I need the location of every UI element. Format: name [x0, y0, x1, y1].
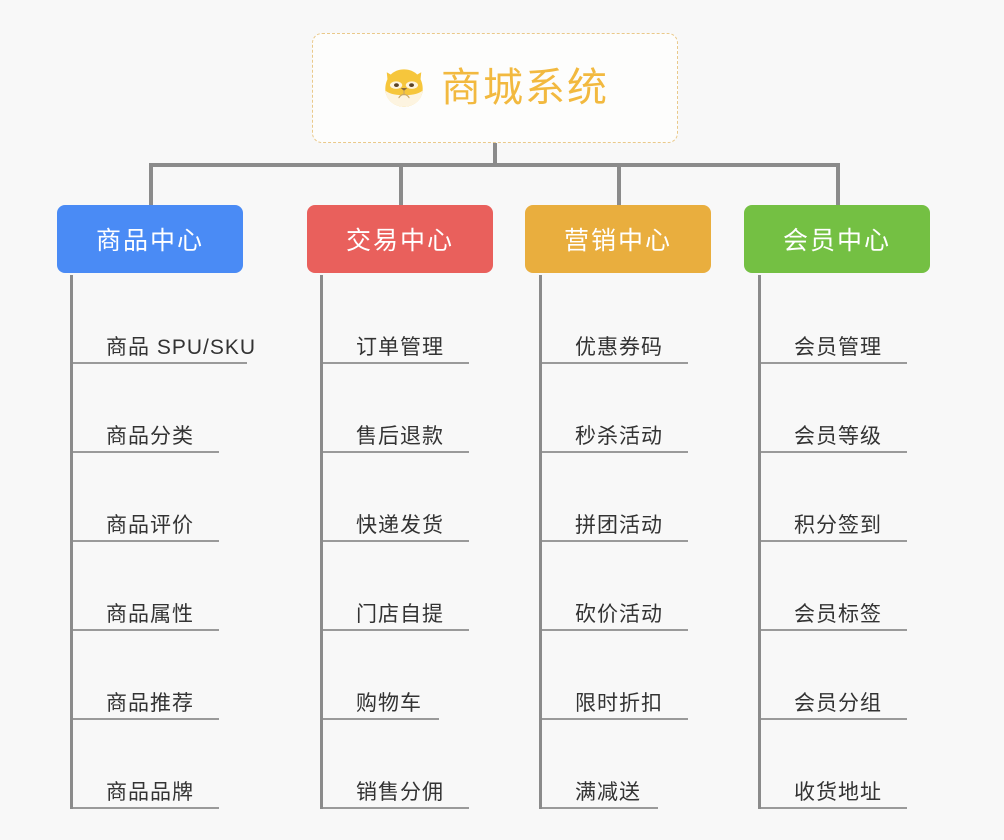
branch-head-label: 交易中心	[345, 227, 454, 255]
list-item[interactable]: 商品品牌	[73, 720, 256, 809]
list-item[interactable]: 销售分佣	[323, 720, 506, 809]
shiba-dog-icon	[381, 65, 427, 111]
list-item-label: 商品评价	[106, 513, 194, 537]
list-item[interactable]: 限时折扣	[542, 631, 725, 720]
list-item[interactable]: 收货地址	[761, 720, 944, 809]
branch-items-trade: 订单管理 售后退款 快递发货 门店自提 购物车 销售分佣	[320, 275, 506, 809]
list-item-label: 砍价活动	[575, 602, 663, 626]
page-title: 商城系统	[441, 66, 609, 110]
list-item-label: 满减送	[575, 780, 641, 804]
list-item-label: 商品品牌	[106, 780, 194, 804]
list-item-label: 会员分组	[794, 691, 882, 715]
list-item[interactable]: 商品推荐	[73, 631, 256, 720]
list-item-label: 商品分类	[106, 424, 194, 448]
list-item-label: 商品 SPU/SKU	[106, 335, 257, 359]
list-item-label: 限时折扣	[575, 691, 663, 715]
root-node[interactable]: 商城系统	[312, 33, 678, 143]
branch-items-member: 会员管理 会员等级 积分签到 会员标签 会员分组 收货地址	[758, 275, 944, 809]
branch-head-label: 营销中心	[563, 227, 672, 255]
branch-head-label: 商品中心	[95, 227, 204, 255]
list-item[interactable]: 砍价活动	[542, 542, 725, 631]
list-item-label: 秒杀活动	[575, 424, 663, 448]
list-item-label: 订单管理	[356, 335, 444, 359]
branch-head-member[interactable]: 会员中心	[744, 205, 930, 273]
list-item[interactable]: 会员管理	[761, 275, 944, 364]
list-item-label: 会员管理	[794, 335, 882, 359]
list-item-label: 优惠券码	[575, 335, 663, 359]
list-item-label: 购物车	[356, 691, 422, 715]
list-item-label: 门店自提	[356, 602, 444, 626]
list-item[interactable]: 订单管理	[323, 275, 506, 364]
list-item-label: 销售分佣	[356, 780, 444, 804]
list-item-label: 积分签到	[794, 513, 882, 537]
list-item[interactable]: 商品 SPU/SKU	[73, 275, 256, 364]
list-item-label: 商品推荐	[106, 691, 194, 715]
branch-head-marketing[interactable]: 营销中心	[525, 205, 711, 273]
list-item-label: 售后退款	[356, 424, 444, 448]
branch-head-product[interactable]: 商品中心	[57, 205, 243, 273]
list-item-label: 会员等级	[794, 424, 882, 448]
list-item[interactable]: 会员标签	[761, 542, 944, 631]
list-item[interactable]: 会员等级	[761, 364, 944, 453]
list-item[interactable]: 商品分类	[73, 364, 256, 453]
list-item[interactable]: 售后退款	[323, 364, 506, 453]
list-item-label: 商品属性	[106, 602, 194, 626]
branch-items-marketing: 优惠券码 秒杀活动 拼团活动 砍价活动 限时折扣 满减送	[539, 275, 725, 809]
list-item[interactable]: 门店自提	[323, 542, 506, 631]
connector-drop-marketing	[617, 163, 621, 205]
connector-drop-product	[149, 163, 153, 205]
connector-drop-member	[836, 163, 840, 205]
list-item[interactable]: 会员分组	[761, 631, 944, 720]
connector-bus-bar	[149, 163, 840, 167]
list-item[interactable]: 满减送	[542, 720, 725, 809]
list-item[interactable]: 快递发货	[323, 453, 506, 542]
list-item[interactable]: 优惠券码	[542, 275, 725, 364]
list-item[interactable]: 拼团活动	[542, 453, 725, 542]
connector-root-stem	[493, 143, 497, 165]
list-item[interactable]: 商品评价	[73, 453, 256, 542]
connector-drop-trade	[399, 163, 403, 205]
list-item[interactable]: 积分签到	[761, 453, 944, 542]
branch-items-product: 商品 SPU/SKU 商品分类 商品评价 商品属性 商品推荐 商品品牌	[70, 275, 256, 809]
list-item-label: 会员标签	[794, 602, 882, 626]
list-item[interactable]: 秒杀活动	[542, 364, 725, 453]
branch-head-label: 会员中心	[782, 227, 891, 255]
list-item[interactable]: 购物车	[323, 631, 506, 720]
list-item-label: 收货地址	[794, 780, 882, 804]
list-item-label: 拼团活动	[575, 513, 663, 537]
list-item-label: 快递发货	[356, 513, 444, 537]
list-item[interactable]: 商品属性	[73, 542, 256, 631]
branch-head-trade[interactable]: 交易中心	[307, 205, 493, 273]
